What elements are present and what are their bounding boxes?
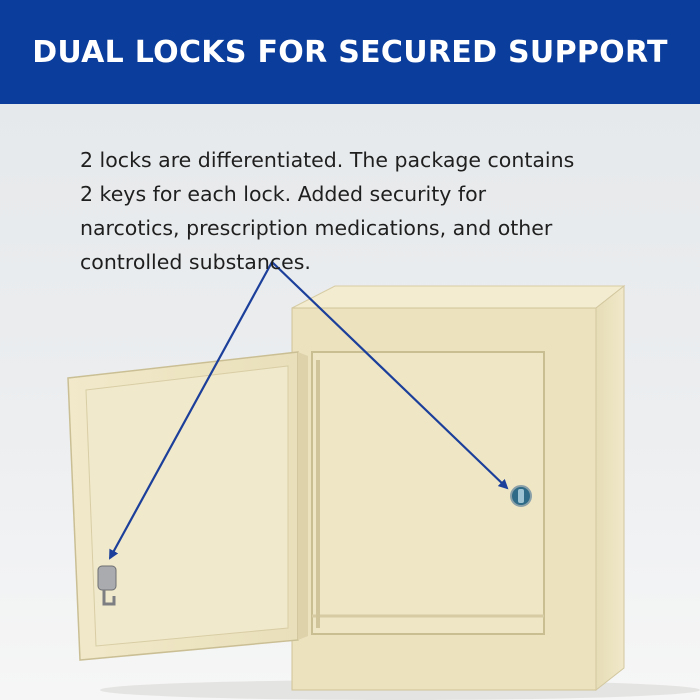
latch-hook-icon bbox=[102, 590, 116, 606]
arrow-to-door-lock bbox=[109, 261, 273, 560]
door-inner-panel bbox=[85, 365, 289, 647]
description-line: 2 keys for each lock. Added security for bbox=[80, 182, 487, 206]
cabinet-lock bbox=[510, 485, 532, 507]
cabinet-interior bbox=[311, 351, 545, 635]
cabinet-body bbox=[291, 284, 626, 692]
open-door bbox=[67, 351, 308, 661]
description-line: narcotics, prescription medications, and… bbox=[80, 216, 553, 240]
description-line: 2 locks are differentiated. The package … bbox=[80, 148, 575, 172]
cabinet-side bbox=[595, 284, 625, 692]
door-edge bbox=[298, 352, 308, 640]
door-latch bbox=[97, 565, 117, 606]
latch-body-icon bbox=[97, 565, 117, 591]
cabinet-top bbox=[291, 285, 626, 309]
description-line: controlled substances. bbox=[80, 250, 311, 274]
banner-title: DUAL LOCKS FOR SECURED SUPPORT bbox=[32, 34, 668, 70]
arrow-to-cabinet-lock bbox=[271, 261, 509, 490]
header-banner: DUAL LOCKS FOR SECURED SUPPORT bbox=[0, 0, 700, 104]
lock-keyway bbox=[518, 489, 524, 503]
description-text: 2 locks are differentiated. The package … bbox=[80, 143, 640, 279]
